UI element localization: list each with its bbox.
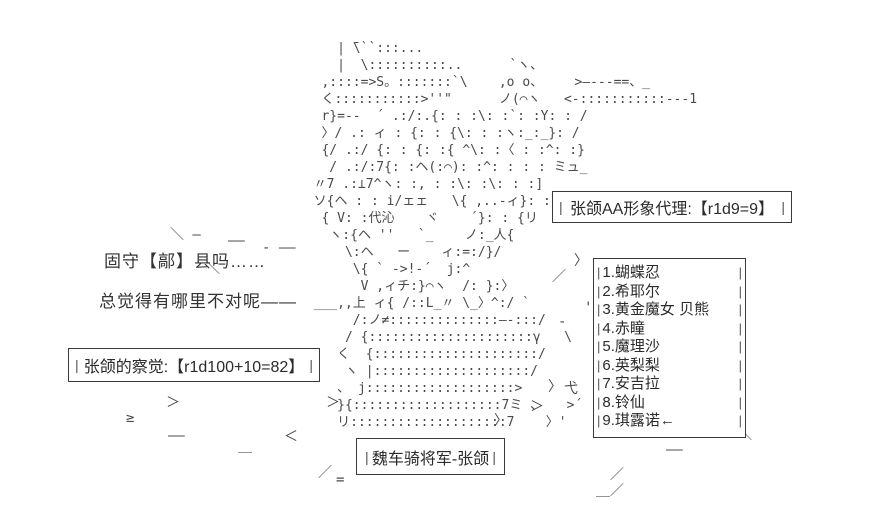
candidate-label: 5.魔理沙 [602,338,660,355]
row-right-pipe: | [738,283,742,299]
row-right-pipe: | [738,320,742,336]
perception-roll-label: 张颌的察觉:【r1d100+10=82】 [83,359,305,376]
row-left-pipe: | [597,302,601,317]
aa-mark: ≥ [126,410,135,426]
box-left-pipe: | [75,357,79,373]
aa-mark: ＞ [530,399,544,415]
aa-mark: ―― [228,233,245,249]
candidate-label: 1.蝴蝶忍 [602,264,660,281]
dialogue-line-1: 固守【鄗】县吗…… [104,252,266,271]
box-left-pipe: | [559,199,563,215]
candidate-label: 2.希耶尔 [602,282,660,300]
candidate-list-item: |6.英梨梨| [597,357,742,376]
candidate-label: 9.琪露诺← [602,412,675,429]
ascii-art-cirno: | ̄\``:::... | \::::::::::.. `ヽ、 ,::::=>… [313,41,698,430]
row-right-pipe: | [738,376,742,391]
candidate-label: 7.安吉拉 [602,375,660,392]
box-right-pipe: | [781,199,785,215]
aa-mark: ＼ [206,261,220,277]
row-left-pipe: | [597,394,601,410]
row-left-pipe: | [597,413,601,428]
candidate-label: 3.黄金魔女 贝熊 [602,301,710,318]
box-right-pipe: | [492,448,496,465]
row-left-pipe: | [597,357,601,373]
candidate-list-item: |8.铃仙| [597,394,742,413]
row-right-pipe: | [738,413,742,428]
aa-mark: ' [584,300,593,316]
aa-mark: ―― [168,428,185,444]
aa-mark: ／ [610,467,624,483]
character-name-label: 魏车骑将军-张颌 [371,450,490,468]
dialogue-line-2: 总觉得有哪里不对呢—— [99,292,297,311]
box-left-pipe: | [365,448,369,465]
row-left-pipe: | [597,320,601,336]
perception-roll-box: | 张颌的察觉:【r1d100+10=82】 | [68,348,320,382]
aa-mark: ＿／ [596,483,624,499]
aa-mark: ／ [552,269,566,285]
character-name-box: | 魏车骑将军-张颌 | [356,438,505,475]
candidate-label: 8.铃仙 [602,393,645,411]
aa-proxy-roll-label: 张颌AA形象代理:【r1d9=9】 [569,201,775,218]
candidate-list-item: |5.魔理沙| [597,338,742,357]
candidate-label: 6.英梨梨 [602,356,660,374]
aa-mark: ＞ [326,395,340,411]
aa-mark: ＿ [238,439,252,455]
candidate-list-item: |4.赤瞳| [597,320,742,339]
row-left-pipe: | [597,265,601,280]
aa-mark: ―― [666,442,683,458]
candidate-label: 4.赤瞳 [602,319,645,337]
aa-mark: 弋 [564,381,578,397]
aa-mark: ＞ [166,395,180,411]
row-right-pipe: | [738,394,742,410]
aa-mark: ＼ ― [170,227,201,243]
box-right-pipe: | [309,357,313,373]
row-left-pipe: | [597,339,601,354]
aa-mark: ／ [318,465,332,481]
row-left-pipe: | [597,283,601,299]
aa-mark: - [558,314,567,330]
aa-mark: ＜ [284,429,298,445]
row-right-pipe: | [738,339,742,354]
row-right-pipe: | [738,265,742,280]
candidate-list-item: |7.安吉拉| [597,375,742,394]
candidate-list-item: |2.希耶尔| [597,283,742,302]
candidate-list-item: |9.琪露诺←| [597,412,742,431]
aa-mark: 〉 [574,253,588,269]
row-left-pipe: | [597,376,601,391]
avatar-candidate-list-box: |1.蝴蝶忍||2.希耶尔||3.黄金魔女 贝熊||4.赤瞳||5.魔理沙||6… [593,258,746,438]
candidate-list-item: |1.蝴蝶忍| [597,264,742,283]
aa-mark: - ―― [262,240,296,256]
aa-proxy-roll-box: | 张颌AA形象代理:【r1d9=9】 | [552,191,792,223]
row-right-pipe: | [738,302,742,317]
aa-mark: 〉 [548,379,562,395]
candidate-list-item: |3.黄金魔女 贝熊| [597,301,742,320]
row-right-pipe: | [738,357,742,373]
aa-mark: = [336,472,345,488]
aa-mark: 〉 [494,413,508,429]
